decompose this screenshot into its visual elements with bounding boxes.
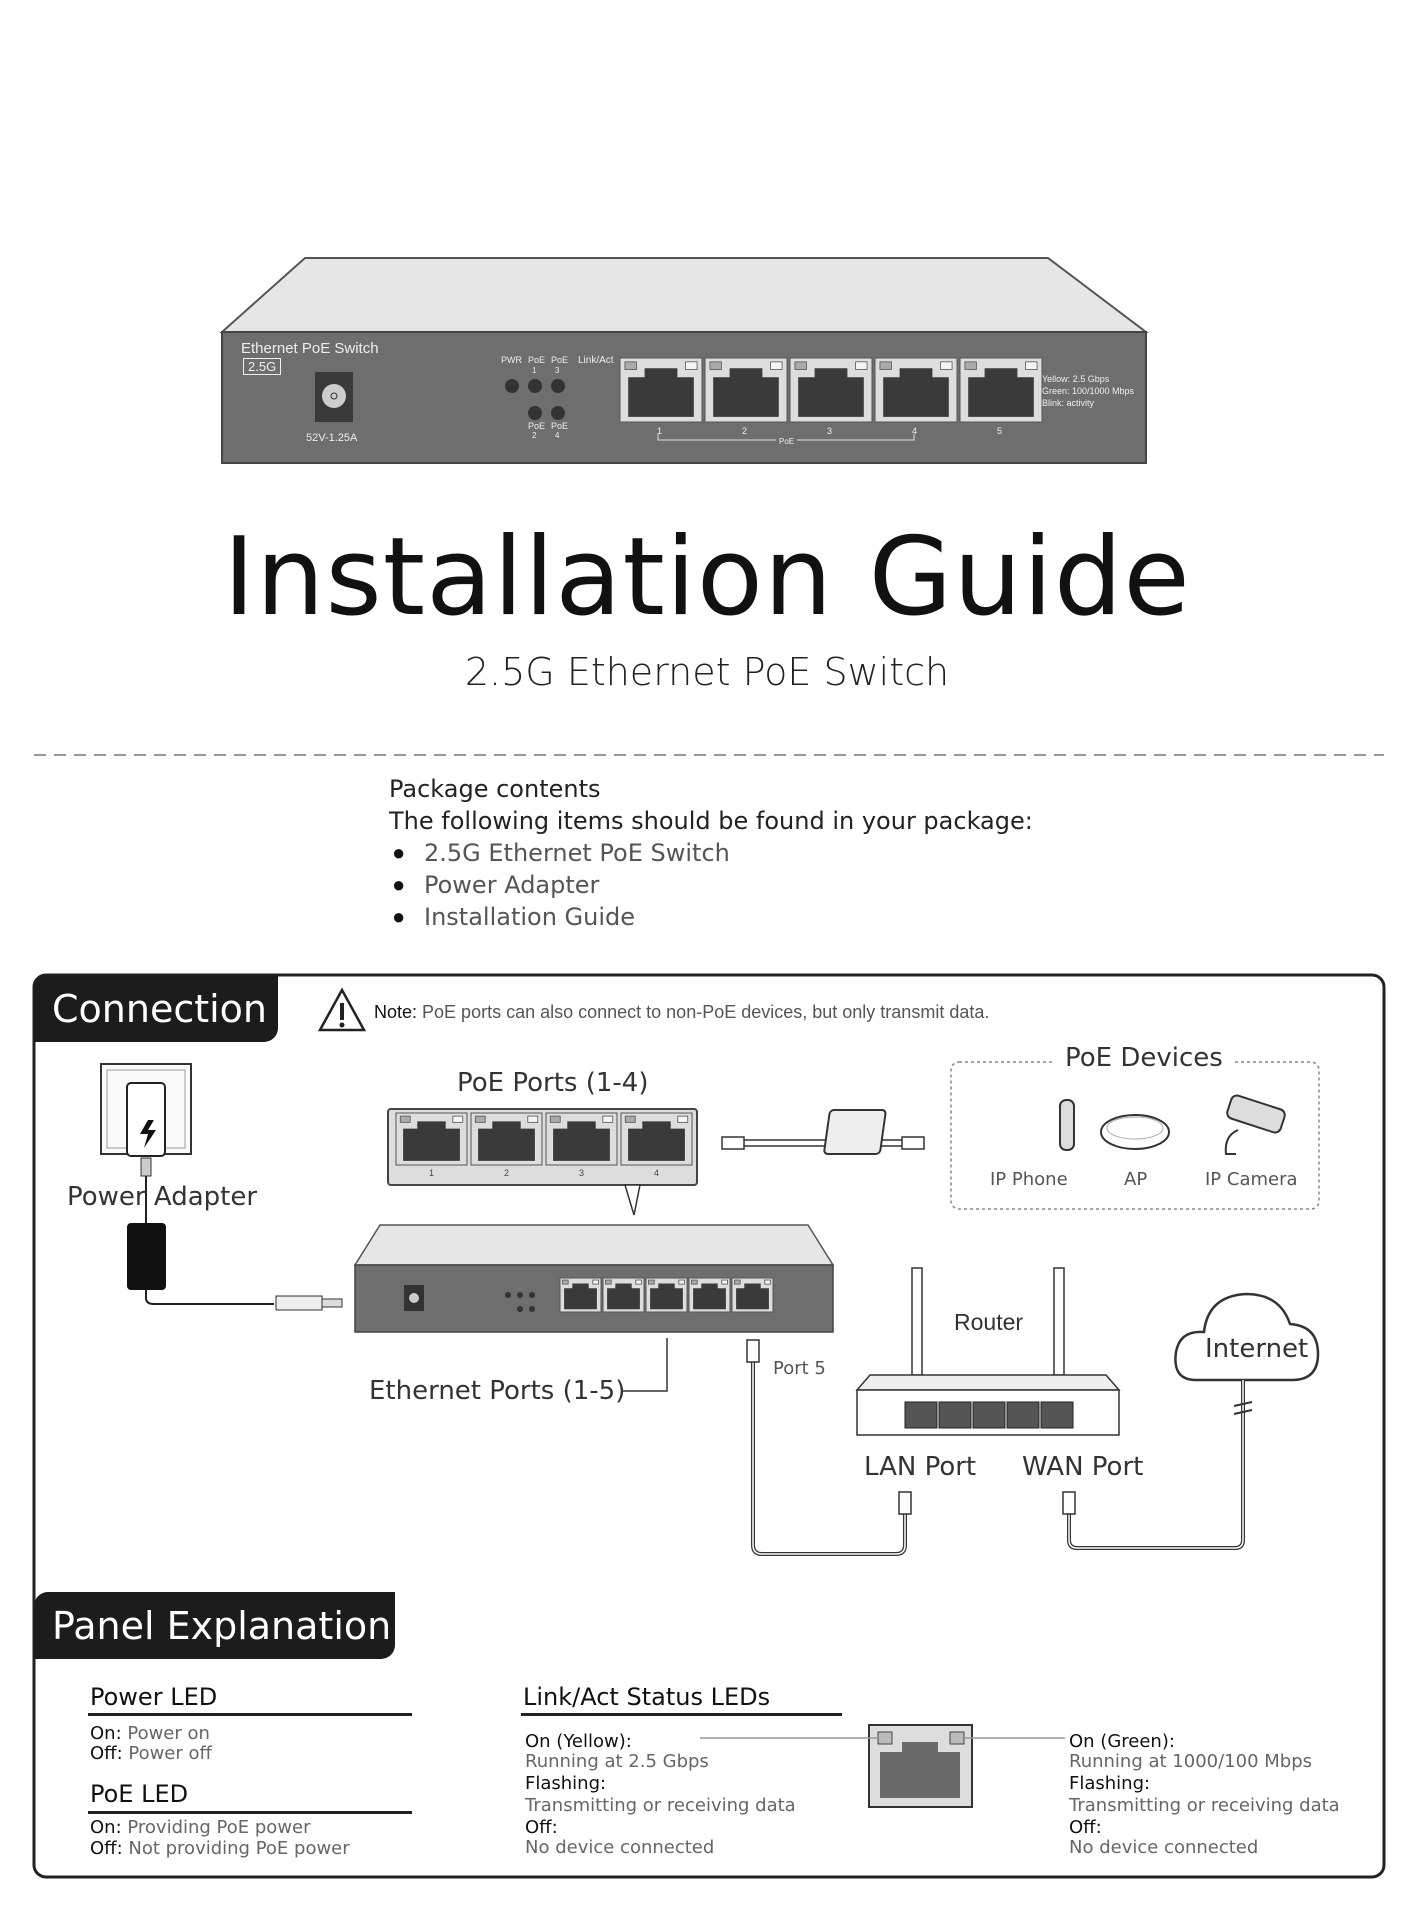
speed-badge: 2.5G bbox=[243, 358, 282, 375]
port-number: 1 bbox=[657, 426, 663, 436]
poe-ports-illustration bbox=[387, 1108, 698, 1216]
rj45-port-diagram bbox=[700, 1724, 1065, 1808]
poe-port-number: 3 bbox=[579, 1168, 585, 1178]
port5-label: Port 5 bbox=[773, 1358, 826, 1379]
wan-port-label: WAN Port bbox=[1022, 1452, 1144, 1482]
led-number: 2 bbox=[532, 431, 537, 440]
bullet: ● bbox=[392, 904, 406, 929]
connection-frame bbox=[32, 973, 1386, 1879]
connection-tab: Connection bbox=[34, 975, 278, 1042]
poe-bracket-label: PoE bbox=[776, 437, 798, 446]
link-act-green-line: Transmitting or receiving data bbox=[1069, 1795, 1340, 1816]
port-number: 2 bbox=[742, 426, 748, 436]
poe-led-off: Off: Not providing PoE power bbox=[90, 1838, 350, 1859]
led-label: PoE bbox=[528, 355, 546, 365]
led-label: PoE bbox=[528, 421, 546, 431]
link-act-yellow-line: Off: bbox=[525, 1817, 558, 1838]
link-act-yellow-line: Running at 2.5 Gbps bbox=[525, 1751, 709, 1772]
legend-line: Green: 100/1000 Mbps bbox=[1042, 386, 1135, 396]
rule bbox=[88, 1713, 412, 1716]
link-act-yellow-line: Flashing: bbox=[525, 1773, 607, 1794]
bullet: ● bbox=[392, 872, 406, 897]
led-number: 1 bbox=[532, 366, 537, 375]
power-led-on: On: Power on bbox=[90, 1723, 210, 1744]
note-text: PoE ports can also connect to non-PoE de… bbox=[417, 1002, 990, 1022]
bullet: ● bbox=[392, 840, 406, 865]
internet-label: Internet bbox=[1205, 1334, 1309, 1364]
lan-port-label: LAN Port bbox=[864, 1452, 977, 1482]
warning-icon bbox=[317, 987, 367, 1032]
power-adapter-label: Power Adapter bbox=[67, 1182, 258, 1212]
power-adapter-illustration bbox=[100, 1063, 343, 1311]
link-act-green-line: Flashing: bbox=[1069, 1773, 1151, 1794]
port-number: 4 bbox=[912, 426, 918, 436]
port-number: 5 bbox=[997, 426, 1003, 436]
legend-line: Yellow: 2.5 Gbps bbox=[1042, 374, 1110, 384]
ip-phone-icon bbox=[823, 1099, 1075, 1155]
led-label: PoE bbox=[551, 355, 569, 365]
link-act-green-line: Off: bbox=[1069, 1817, 1102, 1838]
internet-cloud-icon bbox=[1174, 1292, 1320, 1382]
router-label: Router bbox=[954, 1309, 1024, 1335]
access-point-icon bbox=[1100, 1114, 1170, 1150]
small-switch-illustration bbox=[353, 1224, 835, 1333]
poe-port-number: 2 bbox=[504, 1168, 510, 1178]
legend-line: Blink: activity bbox=[1042, 398, 1095, 408]
router-illustration bbox=[855, 1267, 1121, 1436]
package-item: Installation Guide bbox=[424, 903, 636, 931]
package-heading: Package contents bbox=[389, 775, 601, 803]
device-label-ap: AP bbox=[1124, 1169, 1148, 1190]
poe-port-number: 1 bbox=[429, 1168, 435, 1178]
page-subtitle: 2.5G Ethernet PoE Switch bbox=[464, 650, 950, 694]
poe-ports-label: PoE Ports (1-4) bbox=[457, 1068, 649, 1098]
patch-cable bbox=[721, 1136, 925, 1150]
link-act-title: Link/Act Status LEDs bbox=[523, 1683, 771, 1711]
rj45-plug bbox=[746, 1339, 760, 1363]
led-label: PoE bbox=[551, 421, 569, 431]
led-number: 4 bbox=[555, 431, 560, 440]
page-title: Installation Guide bbox=[223, 515, 1191, 640]
rule bbox=[521, 1713, 842, 1716]
link-act-yellow-line: On (Yellow): bbox=[525, 1731, 632, 1752]
switch-illustration bbox=[219, 257, 1149, 464]
link-act-green-line: On (Green): bbox=[1069, 1731, 1175, 1752]
note: Note: PoE ports can also connect to non-… bbox=[374, 1002, 989, 1023]
router-port bbox=[1006, 1401, 1040, 1429]
led-pwr bbox=[505, 379, 519, 393]
port-legend: Yellow: 2.5 Gbps Green: 100/1000 Mbps Bl… bbox=[1042, 373, 1134, 409]
package-item: 2.5G Ethernet PoE Switch bbox=[424, 839, 730, 867]
panel-explanation-tab: Panel Explanation bbox=[34, 1592, 395, 1659]
port-number: 3 bbox=[827, 426, 833, 436]
led-number: 3 bbox=[555, 366, 560, 375]
link-act-label: Link/Act bbox=[578, 355, 614, 366]
package-item: Power Adapter bbox=[424, 871, 600, 899]
router-port bbox=[1040, 1401, 1074, 1429]
power-rating: 52V-1.25A bbox=[306, 432, 358, 444]
link-act-green-line: No device connected bbox=[1069, 1837, 1259, 1858]
power-led-off: Off: Power off bbox=[90, 1743, 212, 1764]
router-port bbox=[904, 1401, 938, 1429]
router-port bbox=[972, 1401, 1006, 1429]
note-label: Note: bbox=[374, 1002, 418, 1022]
ethernet-ports-label: Ethernet Ports (1-5) bbox=[369, 1376, 626, 1406]
switch-brand: Ethernet PoE Switch bbox=[241, 340, 379, 357]
poe-led-title: PoE LED bbox=[90, 1780, 189, 1808]
poe-devices-title: PoE Devices bbox=[1055, 1043, 1233, 1073]
poe-led-on: On: Providing PoE power bbox=[90, 1817, 311, 1838]
device-label-ip-camera: IP Camera bbox=[1205, 1169, 1298, 1190]
device-label-ip-phone: IP Phone bbox=[990, 1169, 1068, 1190]
package-intro: The following items should be found in y… bbox=[389, 807, 1033, 835]
lightning-icon bbox=[140, 1120, 156, 1148]
link-act-yellow-line: No device connected bbox=[525, 1837, 715, 1858]
link-act-yellow-line: Transmitting or receiving data bbox=[525, 1795, 796, 1816]
led-label: PWR bbox=[501, 355, 522, 365]
power-led-title: Power LED bbox=[90, 1683, 218, 1711]
rule bbox=[88, 1811, 412, 1814]
link-act-green-line: Running at 1000/100 Mbps bbox=[1069, 1751, 1312, 1772]
ip-camera-icon bbox=[1224, 1094, 1286, 1155]
router-port bbox=[938, 1401, 972, 1429]
poe-port-number: 4 bbox=[654, 1168, 660, 1178]
